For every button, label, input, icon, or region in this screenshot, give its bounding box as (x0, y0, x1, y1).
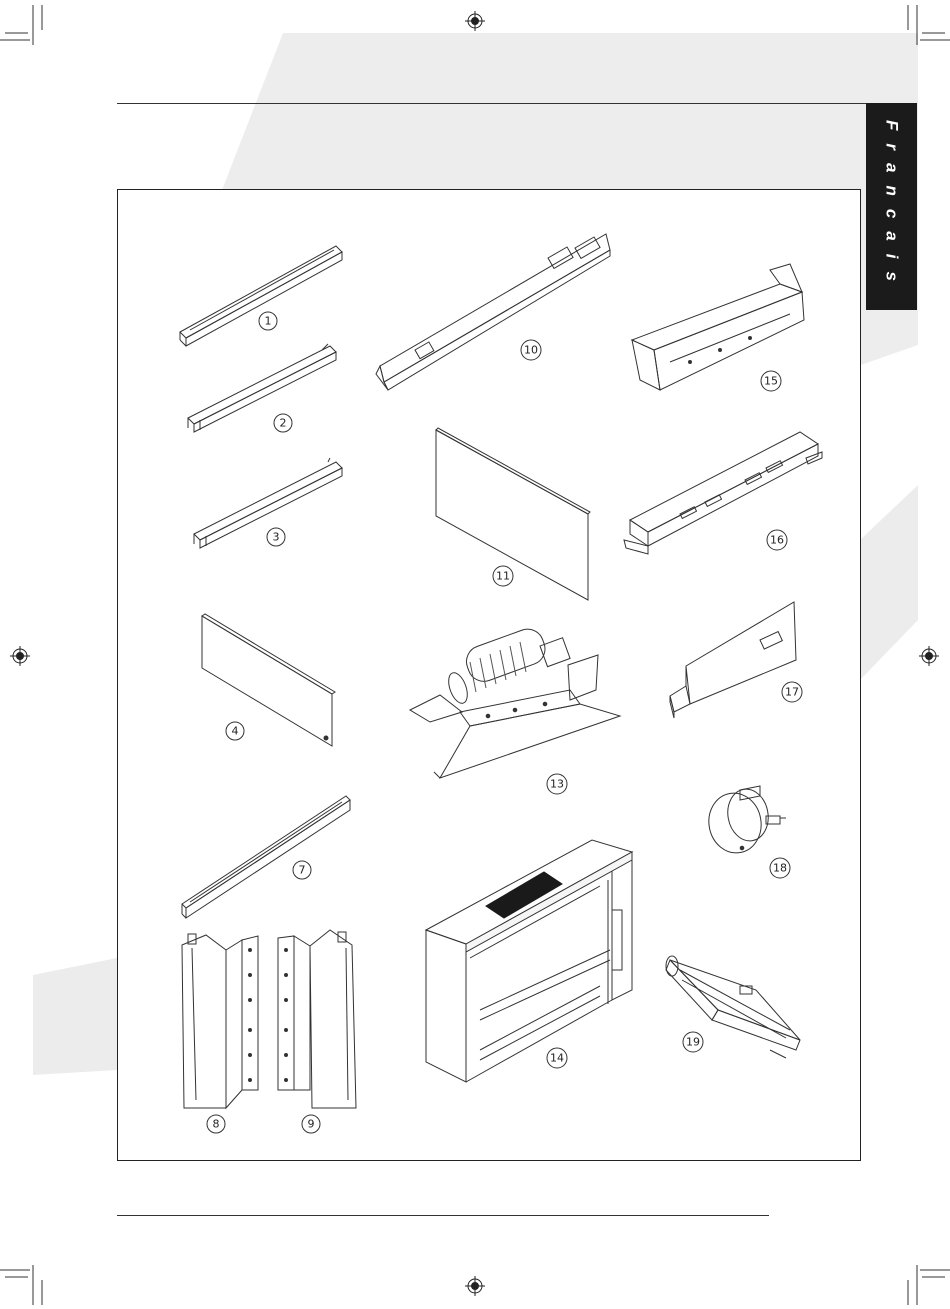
part-label-4: 4 (232, 725, 239, 738)
part-label-15: 15 (764, 375, 778, 388)
part-label-14: 14 (550, 1052, 564, 1065)
part-3-rail (194, 458, 342, 548)
part-17-plate (670, 602, 796, 718)
part-2-rail (188, 344, 336, 432)
part-label-17: 17 (785, 686, 799, 699)
part-14-top-grille (486, 872, 562, 918)
part-label-3: 3 (273, 531, 280, 544)
part-7-rail (182, 796, 350, 918)
part-9-bracket (278, 930, 356, 1108)
part-1-rail (180, 246, 342, 346)
part-15-drain-pan (632, 264, 804, 390)
part-8-bracket (182, 934, 258, 1108)
part-18-motor-icon (704, 786, 786, 857)
part-14-cabinet (426, 840, 632, 1082)
part-label-13: 13 (550, 778, 564, 791)
part-label-19: 19 (686, 1036, 700, 1049)
part-label-7: 7 (299, 864, 306, 877)
part-label-1: 1 (265, 315, 272, 328)
part-label-16: 16 (770, 534, 784, 547)
part-16-tray (624, 432, 822, 554)
part-label-9: 9 (308, 1118, 315, 1131)
part-label-18: 18 (773, 862, 787, 875)
part-4-panel (202, 614, 335, 746)
part-label-10: 10 (524, 344, 538, 357)
part-13-blower (410, 625, 620, 778)
part-label-8: 8 (213, 1118, 220, 1131)
part-10-cover (376, 234, 610, 390)
part-label-11: 11 (496, 570, 510, 583)
part-label-2: 2 (280, 417, 287, 430)
